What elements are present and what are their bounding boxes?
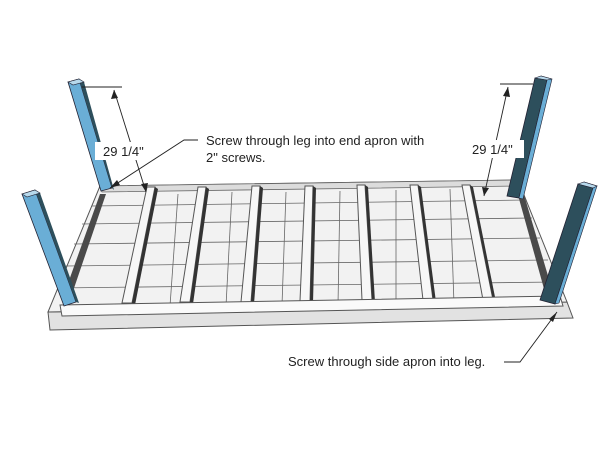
dimension-line-right (468, 83, 533, 197)
leg-back-right (506, 75, 553, 200)
end-aprons (62, 188, 554, 300)
end-apron-note-line2: 2" screws. (206, 150, 266, 165)
leg-back-left (67, 78, 114, 192)
board-joints (169, 188, 455, 307)
side-apron-note: Screw through side apron into leg. (288, 354, 485, 369)
dimension-label-left: 29 1/4" (103, 144, 144, 159)
end-apron-note-line1: Screw through leg into end apron with (206, 133, 424, 148)
side-apron-leader (504, 311, 558, 363)
side-apron (59, 295, 564, 317)
leg-front-right (539, 181, 598, 305)
dimension-line-left (82, 86, 155, 193)
leg-front-left (21, 189, 79, 307)
end-apron-leader (109, 139, 198, 189)
dimension-label-right: 29 1/4" (472, 142, 513, 157)
